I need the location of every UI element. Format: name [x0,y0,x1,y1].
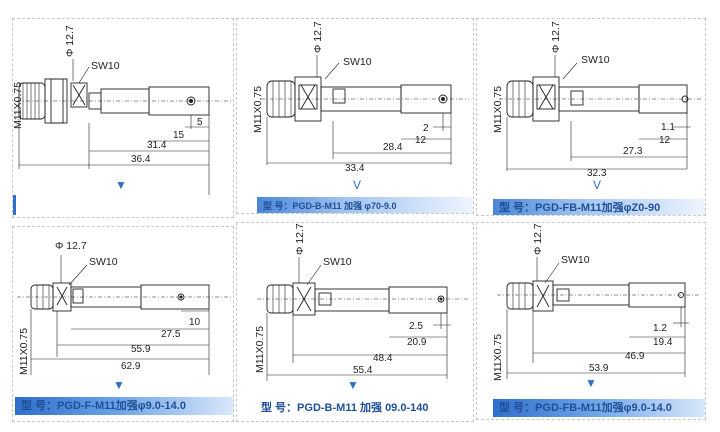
diameter-label: Φ 12.7 [64,25,76,57]
drawing-card-6: Φ 12.7 SW10 M11X0.75 1.2 19.4 46.9 53.9 … [476,222,706,420]
drawing-card-5: Φ 12.7 SW10 M11X0.75 2.5 20.9 48.4 55.4 … [236,222,474,422]
technical-drawing-5: Φ 12.7 SW10 M11X0.75 2.5 20.9 48.4 55.4 [254,223,469,381]
thread-label: M11X0.75 [254,326,266,373]
hex-label: SW10 [89,256,118,268]
thread-label: M11X0.75 [252,86,264,133]
model-banner-3: 型 号：PGD-FB-M11加强φZ0-90 [493,199,705,215]
dim-2: 12 [415,135,427,146]
dim-3: 31.4 [147,140,167,151]
hex-label: SW10 [91,60,120,72]
dim-2: 15 [173,130,185,141]
diameter-label: Φ 12.7 [550,21,562,53]
diameter-label: Φ 12.7 [532,223,544,255]
model-banner-2: 型 号：PGD-B-M11 加强 φ70-9.0 [257,197,473,213]
dim-4: 36.4 [131,154,151,165]
marker-arrow-5: ▼ [347,378,359,392]
dim-1: 1.2 [653,323,667,334]
dim-1: 10 [189,317,201,328]
dim-1: 2 [423,123,429,134]
hex-label: SW10 [323,256,352,268]
dim-2: 27.5 [161,329,181,340]
diameter-label: Φ 12.7 [294,223,306,255]
technical-drawing-3: Φ 12.7 SW10 M11X0.75 1.1 12 27.3 32.3 [492,21,701,179]
marker-arrow-4: ▼ [113,378,125,392]
dim-1: 2.5 [409,321,423,332]
dim-2: 19.4 [653,337,673,348]
model-banner-5: 型 号：PGD-B-M11 加强 09.0-140 [255,399,473,417]
thread-label: M11X0.75 [18,328,30,375]
dim-4: 53.9 [589,363,609,374]
thread-label: M11X0.75 [13,82,24,129]
marker-arrow-2: V [353,178,362,192]
thread-label: M11X0.75 [492,334,504,381]
dim-1: 5 [197,117,203,128]
dim-3: 28.4 [383,142,403,153]
dim-1: 1.1 [661,122,675,133]
hex-label: SW10 [343,56,372,68]
dim-4: 62.9 [121,361,141,372]
diameter-label: Φ 12.7 [55,240,87,252]
hex-label: SW10 [581,54,610,66]
marker-arrow-1: ▼ [115,178,127,192]
technical-drawing-4: Φ 12.7 SW10 M11X0.75 10 27.5 55.9 62.9 [17,240,231,375]
marker-arrow-3: V [593,178,602,192]
dim-4: 55.4 [353,365,373,376]
model-banner-4: 型 号：PGD-F-M11加强φ9.0-14.0 [15,397,233,415]
thread-label: M11X0.75 [492,86,504,133]
dim-2: 20.9 [407,337,427,348]
dim-3: 48.4 [373,353,393,364]
dim-2: 12 [659,135,671,146]
dim-4: 32.3 [587,168,607,179]
diameter-label: Φ 12.7 [312,21,324,53]
model-banner-6: 型 号：PGD-FB-M11加强φ9.0-14.0 [493,399,705,417]
banner-edge [13,195,16,215]
technical-drawing-6: Φ 12.7 SW10 M11X0.75 1.2 19.4 46.9 53.9 [492,223,701,381]
dim-3: 46.9 [625,351,645,362]
drawing-card-4: Φ 12.7 SW10 M11X0.75 10 27.5 55.9 62.9 ▼… [12,226,234,422]
dim-3: 27.3 [623,146,643,157]
technical-drawing-1: Φ 12.7 SW10 M11X0.75 5 15 31.4 36.4 [13,25,231,195]
drawing-card-3: Φ 12.7 SW10 M11X0.75 1.1 12 27.3 32.3 V … [476,18,706,216]
technical-drawing-2: Φ 12.7 SW10 M11X0.75 2 12 28.4 33.4 [252,21,469,174]
hex-label: SW10 [561,254,590,266]
drawing-card-2: Φ 12.7 SW10 M11X0.75 2 12 28.4 33.4 V 型 … [236,18,474,214]
dim-3: 55.9 [131,344,151,355]
marker-arrow-6: ▼ [585,376,597,390]
dim-4: 33.4 [345,163,365,174]
drawing-card-1: Φ 12.7 SW10 M11X0.75 5 15 31.4 36.4 ▼ [12,18,234,218]
